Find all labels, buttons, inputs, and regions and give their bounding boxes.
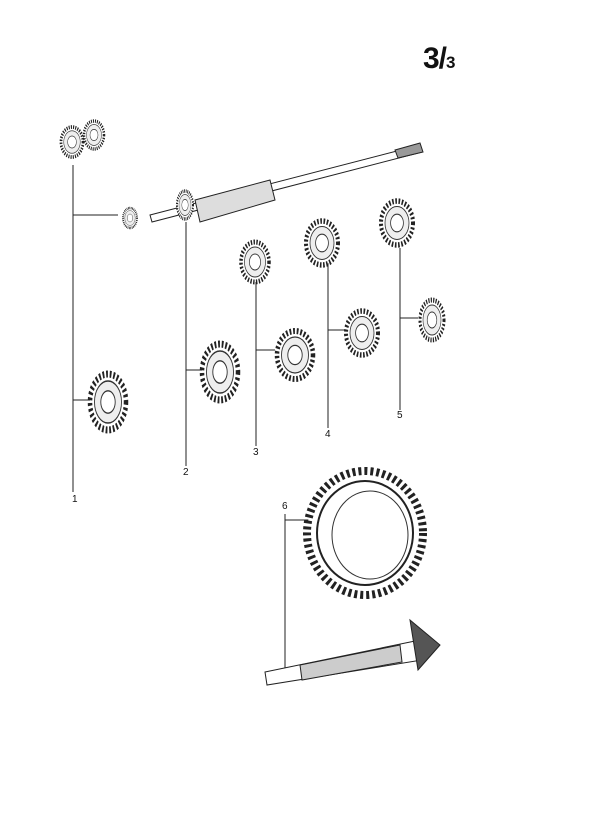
callout-label-6: 6: [282, 501, 288, 512]
callout-label-2: 2: [183, 467, 189, 478]
gear-4b: [346, 311, 378, 355]
callout-label-1: 1: [72, 494, 78, 505]
leader-lines: [72, 165, 418, 668]
pinion-shaft: [264, 618, 441, 686]
gear-2: [202, 344, 238, 400]
gear-1a: [59, 119, 106, 159]
page-number-main: 3/: [423, 42, 447, 75]
gear-1c: [90, 374, 126, 430]
page-number: 3/3: [423, 42, 456, 76]
callout-label-4: 4: [325, 429, 331, 440]
gear-3b: [277, 331, 313, 379]
ring-gear: [303, 467, 427, 599]
gear-4a: [306, 221, 338, 265]
callout-label-5: 5: [397, 410, 403, 421]
main-shaft: [149, 142, 424, 223]
gear-5a: [381, 201, 413, 245]
page-number-sub: 3: [446, 53, 456, 72]
gear-3a: [241, 242, 269, 282]
gear-5b: [420, 300, 444, 340]
gear-1b: [121, 206, 139, 230]
callout-label-3: 3: [253, 447, 259, 458]
